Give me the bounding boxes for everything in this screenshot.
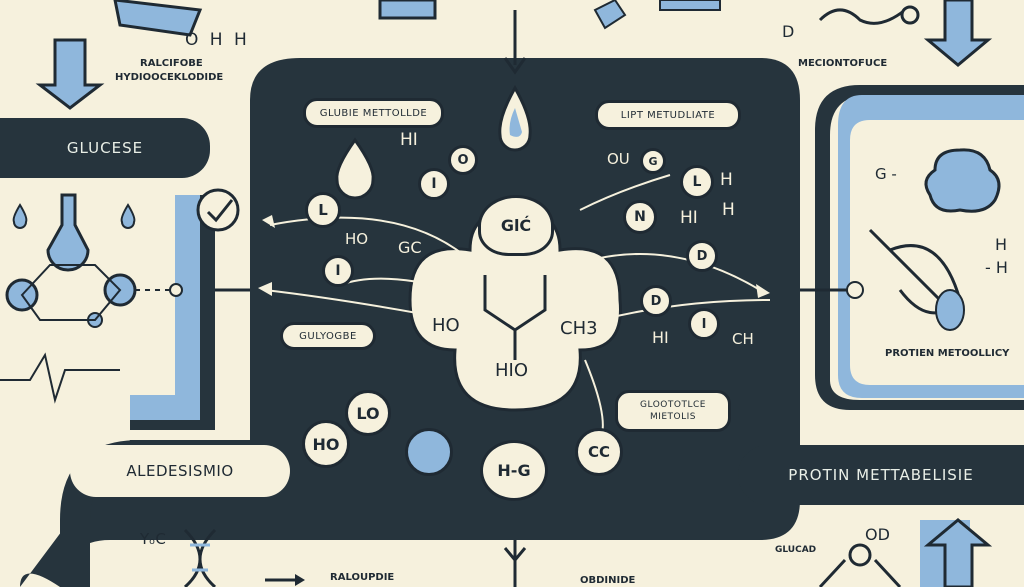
atom-ch: CH: [732, 330, 754, 348]
atom-lo: LO: [345, 390, 391, 436]
atom-l: L: [305, 192, 341, 228]
left-dark-band: [130, 195, 215, 430]
atom-hi-3: HI: [652, 328, 669, 347]
right-pathway: [800, 85, 1024, 410]
left-blue-band: [130, 195, 200, 420]
glycolytic-tag: GLOOTOTLCE MIETOLIS: [615, 390, 731, 432]
arrow-down-right: [923, 0, 993, 67]
core-ch3: CH3: [560, 318, 598, 339]
glucose-metabolite-tag: GLUBIE METTOLLDE: [303, 98, 444, 128]
drop-icon-2: [120, 203, 136, 229]
drop-icon-1: [12, 203, 28, 229]
protein-metabolism-box: PROTIN METTABELISIE: [738, 445, 1024, 505]
atom-g: G: [640, 148, 666, 174]
atom-o: O: [448, 145, 478, 175]
atom-ou: OU: [607, 150, 630, 168]
core-hio: HIO: [495, 360, 529, 381]
atom-l-2: L: [680, 165, 714, 199]
document-icon: [113, 0, 203, 37]
atom-d-2: D: [640, 285, 672, 317]
brain-icon: [924, 148, 1001, 213]
center-bottom-label: OBDINIDE: [580, 575, 636, 586]
glycogen-tag: GULYOGBE: [280, 322, 376, 350]
drop-icon-inner: [335, 137, 375, 200]
lipid-metabolite-tag: LIPT METUDLIATE: [595, 100, 741, 130]
glucose-label: GLUCESE: [66, 139, 144, 157]
right-h-label: H: [995, 235, 1008, 254]
atom-hg: H-G: [480, 440, 548, 501]
right-h-label-2: - H: [985, 258, 1008, 277]
atom-h-right: H: [720, 170, 733, 190]
atom-ho-small: HO: [345, 230, 369, 248]
atom-i-3: I: [688, 308, 720, 340]
arrow-up-bottom-right: [923, 518, 993, 587]
protein-box-label: PROTIEN METOOLLICY: [885, 348, 1010, 359]
dna-icon: [183, 528, 217, 587]
atom-n: N: [623, 200, 657, 234]
core-center-atom: GlĆ: [478, 195, 554, 256]
aldehyde-label: ALEDESISMIO: [126, 462, 234, 480]
right-g-label: G -: [875, 165, 897, 183]
right-blue-band: [835, 95, 1024, 398]
compound-label-1: RALCIFOBE: [140, 58, 203, 69]
atom-i-2: I: [322, 255, 354, 287]
pulse-line: [0, 352, 120, 404]
atom-hi-right: HI: [680, 208, 698, 228]
compound-label-2: HYDIOOCEKLODIDE: [115, 72, 224, 83]
top-icon-box: [378, 0, 437, 20]
atom-hlo: HO: [302, 420, 350, 468]
check-icon: [206, 199, 234, 223]
aldehyde-box: ALEDESISMIO: [70, 445, 290, 497]
atom-gc: GC: [398, 238, 422, 257]
vial-icon: [593, 0, 627, 30]
right-top-label: MECIONTOFUCE: [798, 58, 888, 69]
atom-hi-top: HI: [400, 130, 418, 150]
oh-label: O H H: [185, 30, 250, 50]
glucose-box: GLUCESE: [0, 118, 210, 178]
bottom-left-label: RALOUPDIE: [330, 572, 395, 583]
core-ho: HO: [432, 315, 460, 336]
atom-d: D: [686, 240, 718, 272]
flask-icon: [46, 193, 90, 272]
right-d-label: D: [782, 22, 795, 41]
arrow-down-left: [35, 38, 105, 110]
atom-i-1: I: [418, 168, 450, 200]
glucad-label: GLUCAD: [775, 545, 817, 555]
atom-blue-ring: [405, 428, 453, 476]
top-right-icon: [659, 0, 721, 11]
check-node: [196, 188, 240, 232]
atom-h-2: H: [722, 200, 735, 220]
protein-metabolism-label: PROTIN METTABELISIE: [788, 466, 974, 484]
od-label: OD: [865, 525, 890, 544]
yc-label: YₒC: [140, 530, 166, 548]
atom-cc: CC: [575, 428, 623, 476]
